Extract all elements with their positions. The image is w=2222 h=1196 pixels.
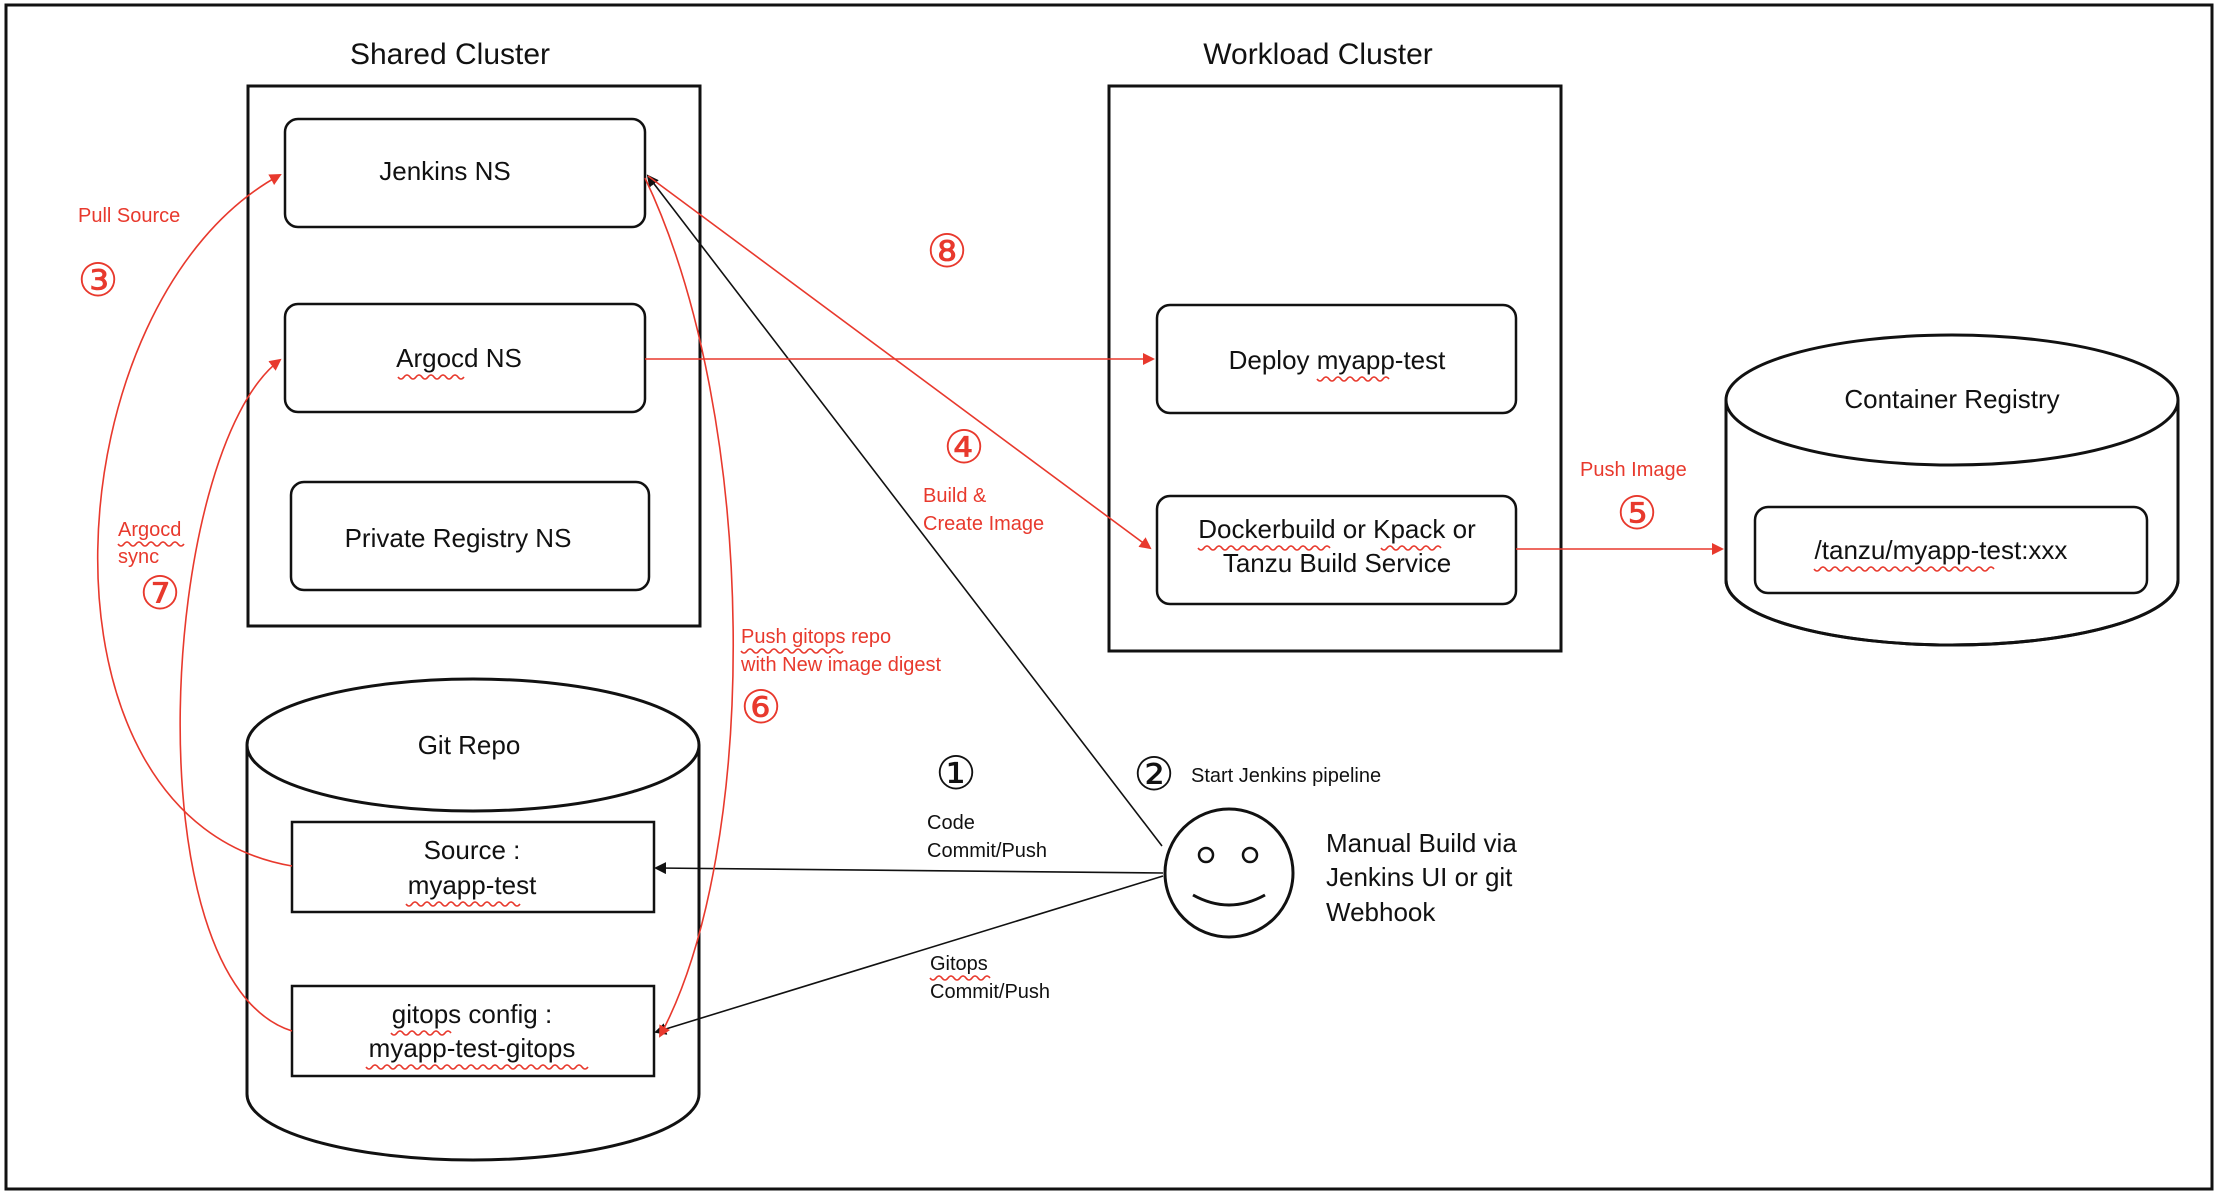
container-registry-title: Container Registry	[1844, 384, 2059, 414]
gitops-push-label-line1: Gitops	[930, 953, 988, 975]
arrow-push-gitops	[644, 177, 735, 1038]
source-repo-line2: myapp-test	[408, 870, 537, 900]
private-registry-ns-label: Private Registry NS	[345, 523, 572, 553]
workload-cluster-title: Workload Cluster	[1203, 38, 1433, 71]
argocd-ns-label: Argocd NS	[396, 343, 522, 373]
step-7-number: ⑦	[139, 567, 180, 619]
arrow-build-image	[647, 175, 1152, 550]
gitops-repo-node[interactable]: gitops config : myapp-test-gitops	[290, 984, 656, 1078]
step-8-number: ⑧	[926, 225, 967, 277]
gitops-repo-line2: myapp-test-gitops	[369, 1033, 576, 1063]
user-face-icon[interactable]	[1163, 807, 1295, 939]
registry-image-node[interactable]: /tanzu/myapp-test:xxx	[1753, 505, 2149, 595]
step-6-number: ⑥	[740, 681, 781, 733]
registry-image-label: /tanzu/myapp-test:xxx	[1815, 535, 2068, 565]
outer-frame	[4, 3, 2214, 1191]
source-repo-line1: Source :	[424, 835, 521, 865]
arrow-code-commit	[654, 862, 1164, 875]
arrow-gitops-commit	[654, 875, 1164, 1035]
gitops-repo-line1: gitops config :	[392, 999, 552, 1029]
step-4-number: ④	[943, 421, 984, 473]
step-5-label: Push Image	[1580, 459, 1687, 481]
user-label-line1: Manual Build via	[1326, 828, 1517, 858]
user-label-line3: Webhook	[1326, 897, 1436, 927]
step-2-number: ②	[1133, 748, 1174, 800]
arrow-start-pipeline	[646, 174, 1163, 847]
step-6-label-line2: with New image digest	[740, 654, 942, 676]
gitops-push-label-line2: Commit/Push	[930, 981, 1050, 1003]
step-1-number: ①	[935, 747, 976, 799]
git-repo-cylinder[interactable]: Git Repo	[245, 677, 701, 1162]
deploy-node[interactable]: Deploy myapp-test	[1155, 303, 1518, 415]
shared-cluster-box	[246, 84, 702, 628]
deploy-label: Deploy myapp-test	[1229, 345, 1447, 375]
step-4-label-line2: Create Image	[923, 513, 1044, 535]
step-1-label-line1: Code	[927, 812, 975, 834]
user-label-line2: Jenkins UI or git	[1326, 862, 1513, 892]
container-registry-cylinder[interactable]: Container Registry	[1724, 333, 2180, 647]
step-7-label-line2: sync	[118, 546, 159, 568]
step-6-label-line1: Push gitops repo	[741, 626, 891, 648]
step-1-label-line2: Commit/Push	[927, 840, 1047, 862]
step-5-number: ⑤	[1616, 487, 1657, 539]
jenkins-ns-label: Jenkins NS	[379, 156, 511, 186]
step-3-label: Pull Source	[78, 205, 180, 227]
private-registry-ns-node[interactable]: Private Registry NS	[289, 480, 651, 592]
spellcheck-squiggles	[117, 374, 1995, 1070]
shared-cluster-title: Shared Cluster	[350, 38, 550, 71]
step-7-label-line1: Argocd	[118, 519, 181, 541]
arrow-argocd-sync	[179, 358, 293, 1032]
build-label-line1: Dockerbuild or Kpack or	[1198, 514, 1476, 544]
git-repo-title: Git Repo	[418, 730, 521, 760]
source-repo-node[interactable]: Source : myapp-test	[290, 820, 656, 914]
step-3-number: ③	[77, 254, 118, 306]
workload-cluster-box	[1107, 84, 1563, 653]
step-2-label: Start Jenkins pipeline	[1191, 765, 1381, 787]
argocd-ns-node[interactable]: Argocd NS	[283, 302, 647, 414]
build-label-line2: Tanzu Build Service	[1223, 548, 1451, 578]
build-node[interactable]: Dockerbuild or Kpack or Tanzu Build Serv…	[1155, 494, 1518, 606]
step-4-label-line1: Build &	[923, 485, 987, 507]
jenkins-ns-node[interactable]: Jenkins NS	[283, 117, 647, 229]
arrow-pull-source	[96, 174, 293, 867]
